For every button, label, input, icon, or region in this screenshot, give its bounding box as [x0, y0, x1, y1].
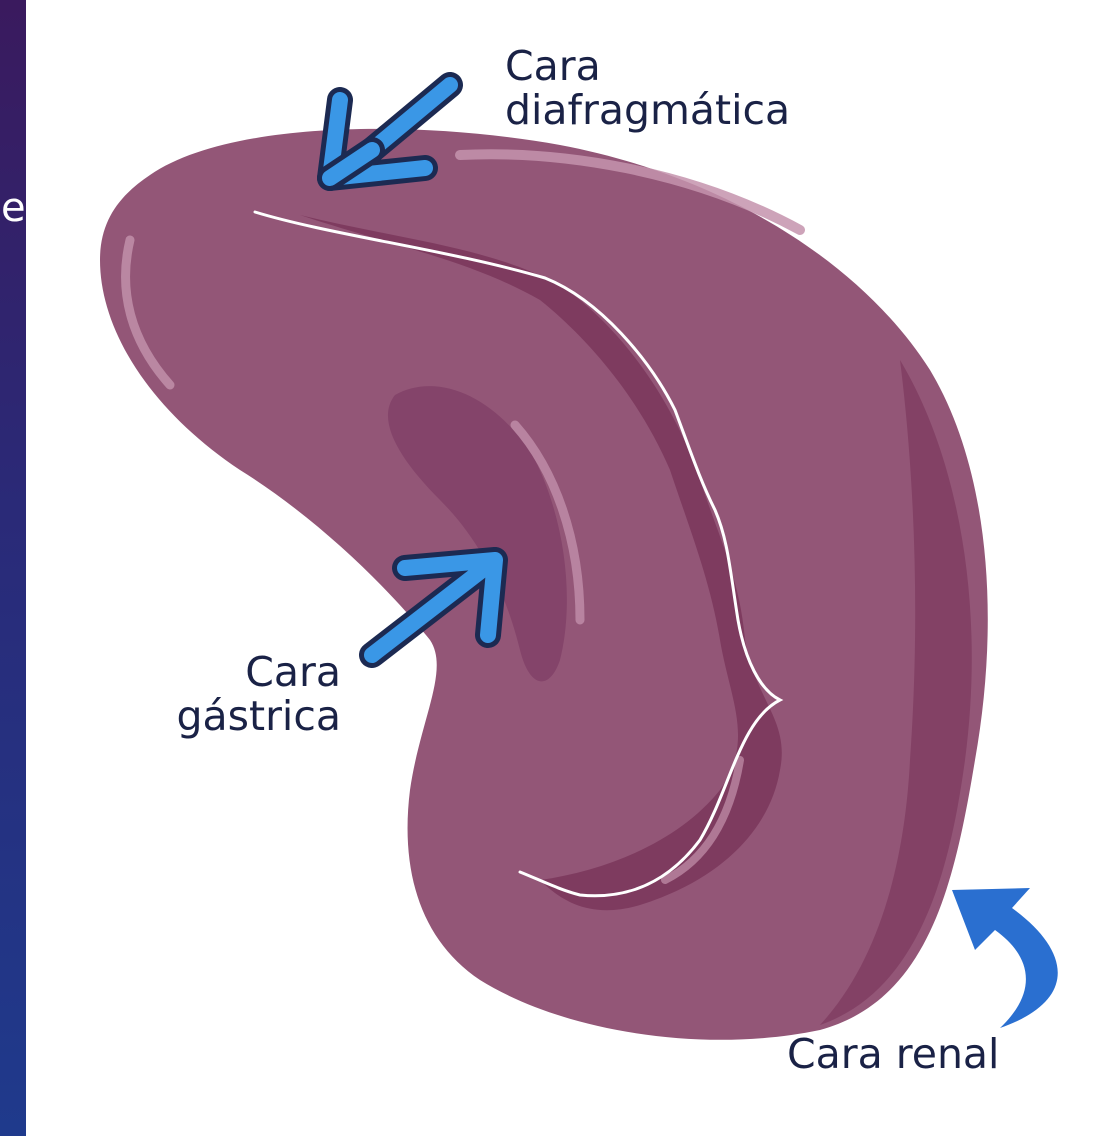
label-diafragmatica-line1: Cara	[505, 44, 790, 88]
label-gastrica-line2: gástrica	[136, 694, 341, 738]
label-cara-diafragmatica: Cara diafragmática	[505, 44, 790, 132]
curved-arrow-icon	[952, 888, 1058, 1028]
label-diafragmatica-line2: diafragmática	[505, 88, 790, 132]
label-cara-gastrica: Cara gástrica	[136, 650, 341, 738]
label-gastrica-line1: Cara	[136, 650, 341, 694]
label-cara-renal: Cara renal	[787, 1032, 999, 1076]
